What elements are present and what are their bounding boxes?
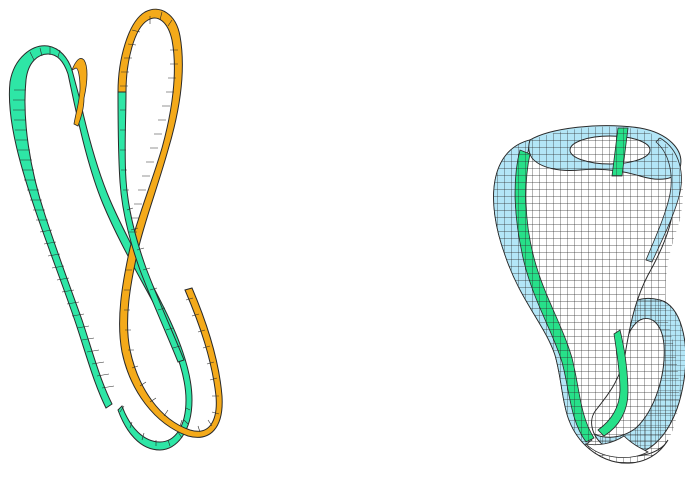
strip-figure-eight (9, 9, 222, 450)
strip-band-green-left (9, 46, 192, 450)
strip-band-orange-right (118, 9, 222, 437)
klein-body-grid (480, 120, 685, 480)
klein-bottle-surface (480, 120, 685, 480)
